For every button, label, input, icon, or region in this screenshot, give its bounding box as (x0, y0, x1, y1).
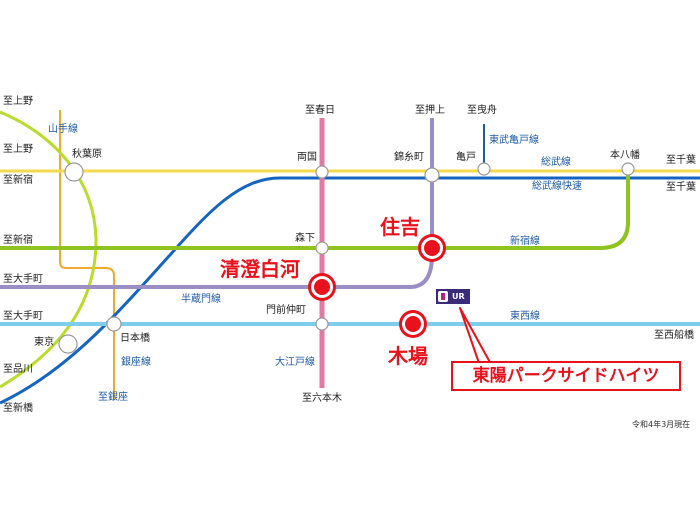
direction-label: 至大手町 (3, 311, 43, 322)
line-label-tozai: 東西線 (510, 311, 540, 322)
line-label-sobu: 総武線 (541, 157, 571, 168)
shinjuku-line (0, 170, 630, 250)
station-marker-monzen (315, 317, 329, 331)
station-label-kameido: 亀戸 (456, 152, 476, 163)
direction-label: 至品川 (3, 364, 33, 375)
station-marker-akihabara (64, 162, 84, 182)
direction-label: 至上野 (3, 144, 33, 155)
station-label-kinshicho: 錦糸町 (394, 152, 424, 163)
yamanote-line (0, 110, 98, 389)
callout-pointer (459, 307, 493, 367)
featured-station-kiba: 木場 (388, 344, 428, 368)
station-label-ryogoku: 両国 (297, 152, 317, 163)
station-marker-kameido (477, 162, 491, 176)
line-label-yamanote: 山手線 (48, 124, 78, 135)
hanzomon-line (0, 254, 434, 289)
station-marker-nihonbashi (106, 316, 122, 332)
direction-label: 至銀座 (98, 392, 128, 403)
sobu-rapid-line (0, 176, 700, 405)
as-of-note: 令和4年3月現在 (632, 420, 691, 429)
direction-label: 至春日 (305, 105, 335, 116)
station-marker-kiba (399, 310, 427, 338)
direction-label: 至千葉 (666, 155, 696, 166)
property-callout: 東陽パークサイドハイツ (451, 361, 681, 391)
station-marker-kiyosumi (308, 273, 336, 301)
line-label-oedo: 大江戸線 (275, 357, 315, 368)
station-label-motoyawata: 本八幡 (610, 150, 640, 161)
direction-label: 至新橋 (3, 403, 33, 414)
station-marker-kinshicho (424, 167, 440, 183)
station-marker-sumiyoshi (418, 234, 446, 262)
direction-label: 至大手町 (3, 274, 43, 285)
direction-label: 至曳舟 (467, 105, 497, 116)
direction-label: 至六本木 (302, 393, 342, 404)
line-label-tobu-kameido: 東武亀戸線 (489, 135, 539, 146)
ginza-line (59, 110, 115, 400)
direction-label: 至新宿 (3, 175, 33, 186)
station-marker-ryogoku (315, 165, 329, 179)
station-label-nihonbashi: 日本橋 (120, 333, 150, 344)
line-label-hanzomon: 半蔵門線 (181, 294, 221, 305)
featured-station-sumiyoshi: 住吉 (380, 215, 420, 239)
station-label-tokyo: 東京 (34, 337, 54, 348)
station-marker-morishita (315, 241, 329, 255)
station-marker-tokyo (58, 334, 78, 354)
station-label-monzen: 門前仲町 (266, 305, 306, 316)
line-label-sobu-rapid: 総武線快速 (532, 181, 582, 192)
station-label-morishita: 森下 (295, 233, 315, 244)
station-label-akihabara: 秋葉原 (72, 149, 102, 160)
ur-logo-mark-icon (438, 291, 448, 302)
line-label-shinjuku: 新宿線 (510, 236, 540, 247)
direction-label: 至新宿 (3, 235, 33, 246)
ur-logo: UR (436, 289, 470, 304)
direction-label: 至上野 (3, 96, 33, 107)
direction-label: 至押上 (415, 105, 445, 116)
direction-label: 至西船橋 (654, 330, 694, 341)
station-marker-motoyawata (621, 162, 635, 176)
line-label-ginza: 銀座線 (121, 357, 151, 368)
ur-logo-text: UR (452, 292, 465, 301)
featured-station-kiyosumi: 清澄白河 (220, 257, 300, 281)
direction-label: 至千葉 (666, 182, 696, 193)
